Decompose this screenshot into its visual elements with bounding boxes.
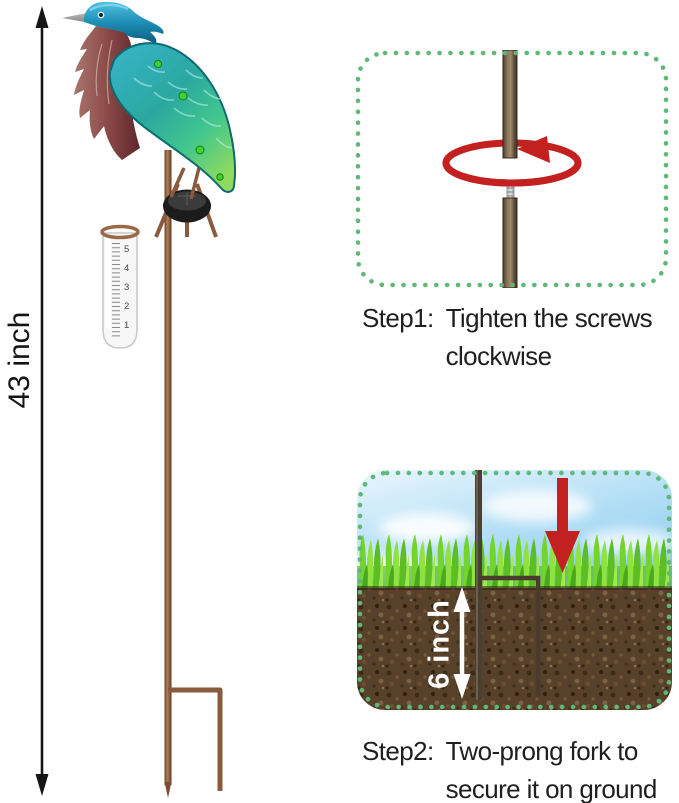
soil-edge [357,586,672,590]
step2-text-line2: secure it on ground [445,774,658,803]
step1-photo [355,50,669,288]
ground-cross-section-illustration: 6 inch [357,470,672,710]
gem [178,91,188,101]
gauge-number: 5 [124,244,129,255]
heron-stake-figure: 5 4 3 2 1 [62,1,236,798]
heron-bird [62,1,236,200]
gauge-number: 3 [124,282,129,293]
wing-glass-gems [154,60,224,181]
stake-highlight [476,470,478,700]
step1-prefix: Step1: [362,303,434,333]
bird-eye [99,13,103,17]
gauge-number: 2 [124,301,129,312]
bird-head [83,1,164,44]
step2-caption: Step2: Two-prong fork to secure it on gr… [362,732,657,803]
arrow-up-icon [35,6,49,28]
gem [154,60,162,68]
bird-wing [108,42,236,193]
step2-text-line1: Two-prong fork to [445,736,639,766]
solar-panel [163,189,211,223]
rain-gauge-tube [102,232,138,349]
stake-pole [164,150,172,785]
soil [357,588,672,710]
pole-joint-illustration [442,50,582,288]
bird-legs [169,163,202,200]
arrow-down-icon [35,774,49,796]
rotation-ellipse-front [442,159,582,187]
upper-pole [502,50,518,159]
wing-scale-pattern [133,65,233,149]
step1-text-line1: Tighten the screws [445,303,653,333]
grass-blades [357,530,672,590]
gauge-number: 4 [124,263,129,274]
rain-gauge: 5 4 3 2 1 [100,224,140,349]
gem [216,173,224,181]
arrow-shaft [557,478,568,533]
step1-text-line2: clockwise [445,341,552,371]
gem [195,145,205,155]
depth-label: 6 inch [424,599,456,689]
stake-point [164,782,172,798]
gauge-copper-rim [100,224,140,240]
step1-caption: Step1: Tighten the screws clockwise [362,299,653,375]
ground-fork [168,687,223,791]
step2-prefix: Step2: [362,736,434,766]
gauge-number: 1 [124,320,129,331]
height-label: 43 inch [3,311,36,409]
lower-pole [502,197,518,288]
step2-photo: 6 inch [357,470,672,710]
head-sheen [89,3,129,12]
gauge-numbers: 5 4 3 2 1 [124,244,129,331]
neck-streaks [95,39,113,105]
height-measure-arrow [35,6,49,796]
